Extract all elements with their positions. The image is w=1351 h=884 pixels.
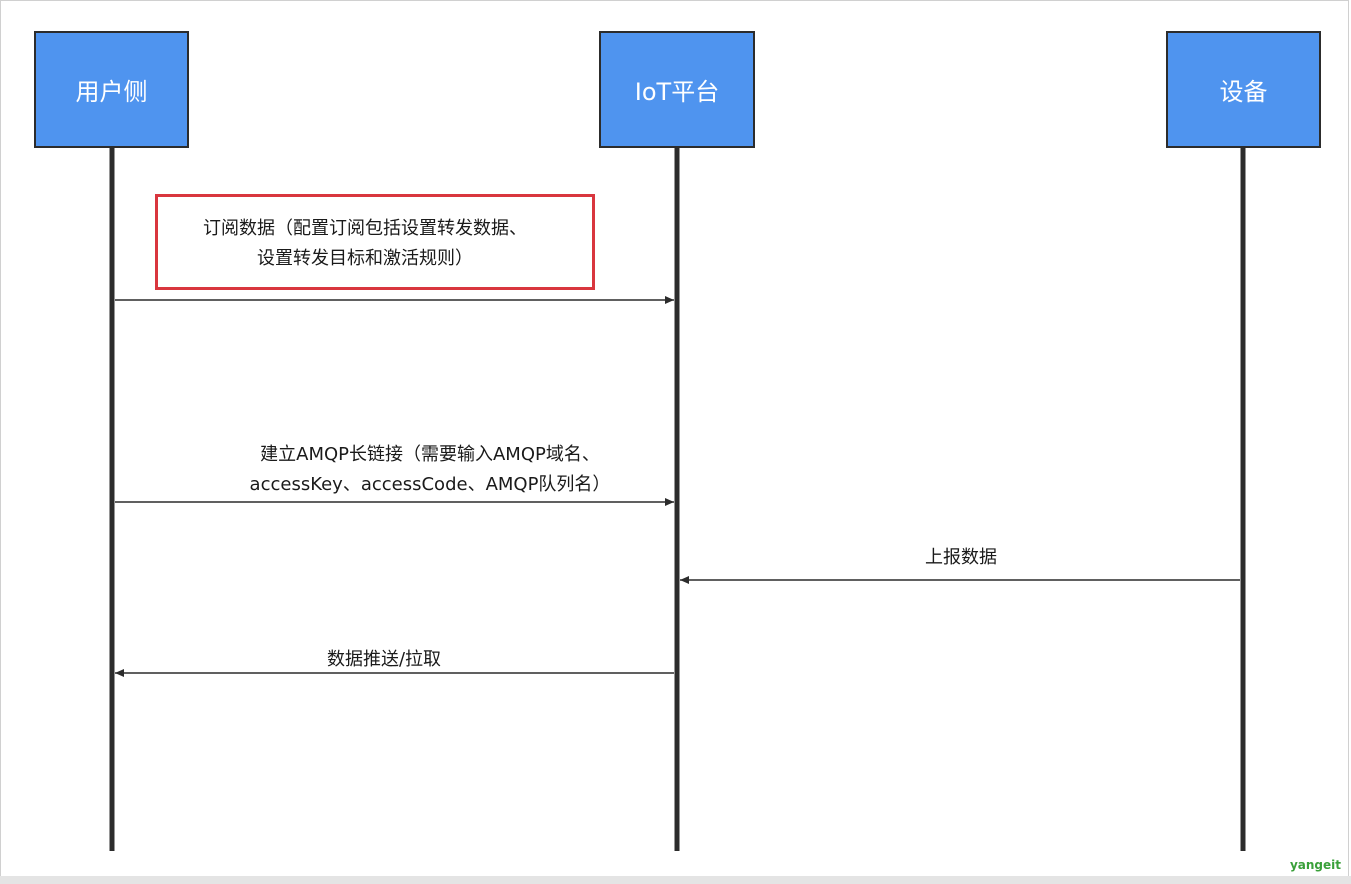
message-label-subscribe-line1: 订阅数据（配置订阅包括设置转发数据、 <box>203 218 527 239</box>
watermark: yangeit <box>1289 858 1341 872</box>
message-label-amqp-connect: 建立AMQP长链接（需要输入AMQP域名、 accessKey、accessCo… <box>200 440 660 500</box>
highlight-box <box>155 194 595 290</box>
message-label-amqp-connect-line2: accessKey、accessCode、AMQP队列名） <box>249 474 611 495</box>
message-label-push-pull: 数据推送/拉取 <box>284 645 484 675</box>
message-label-amqp-connect-line1: 建立AMQP长链接（需要输入AMQP域名、 <box>260 444 600 465</box>
participant-platform: IoT平台 <box>599 31 755 148</box>
message-label-push-pull-line1: 数据推送/拉取 <box>326 649 442 670</box>
participant-device-label: 设备 <box>1219 78 1268 106</box>
participant-user: 用户侧 <box>34 31 189 148</box>
participant-platform-label: IoT平台 <box>634 78 720 106</box>
participant-device: 设备 <box>1166 31 1321 148</box>
message-label-subscribe-line2: 设置转发目标和激活规则） <box>257 248 473 269</box>
bottom-strip <box>0 876 1351 884</box>
message-label-subscribe: 订阅数据（配置订阅包括设置转发数据、 设置转发目标和激活规则） <box>165 214 565 274</box>
message-label-report-data-line1: 上报数据 <box>925 547 997 568</box>
participant-user-label: 用户侧 <box>75 78 148 106</box>
message-label-report-data: 上报数据 <box>861 543 1061 573</box>
